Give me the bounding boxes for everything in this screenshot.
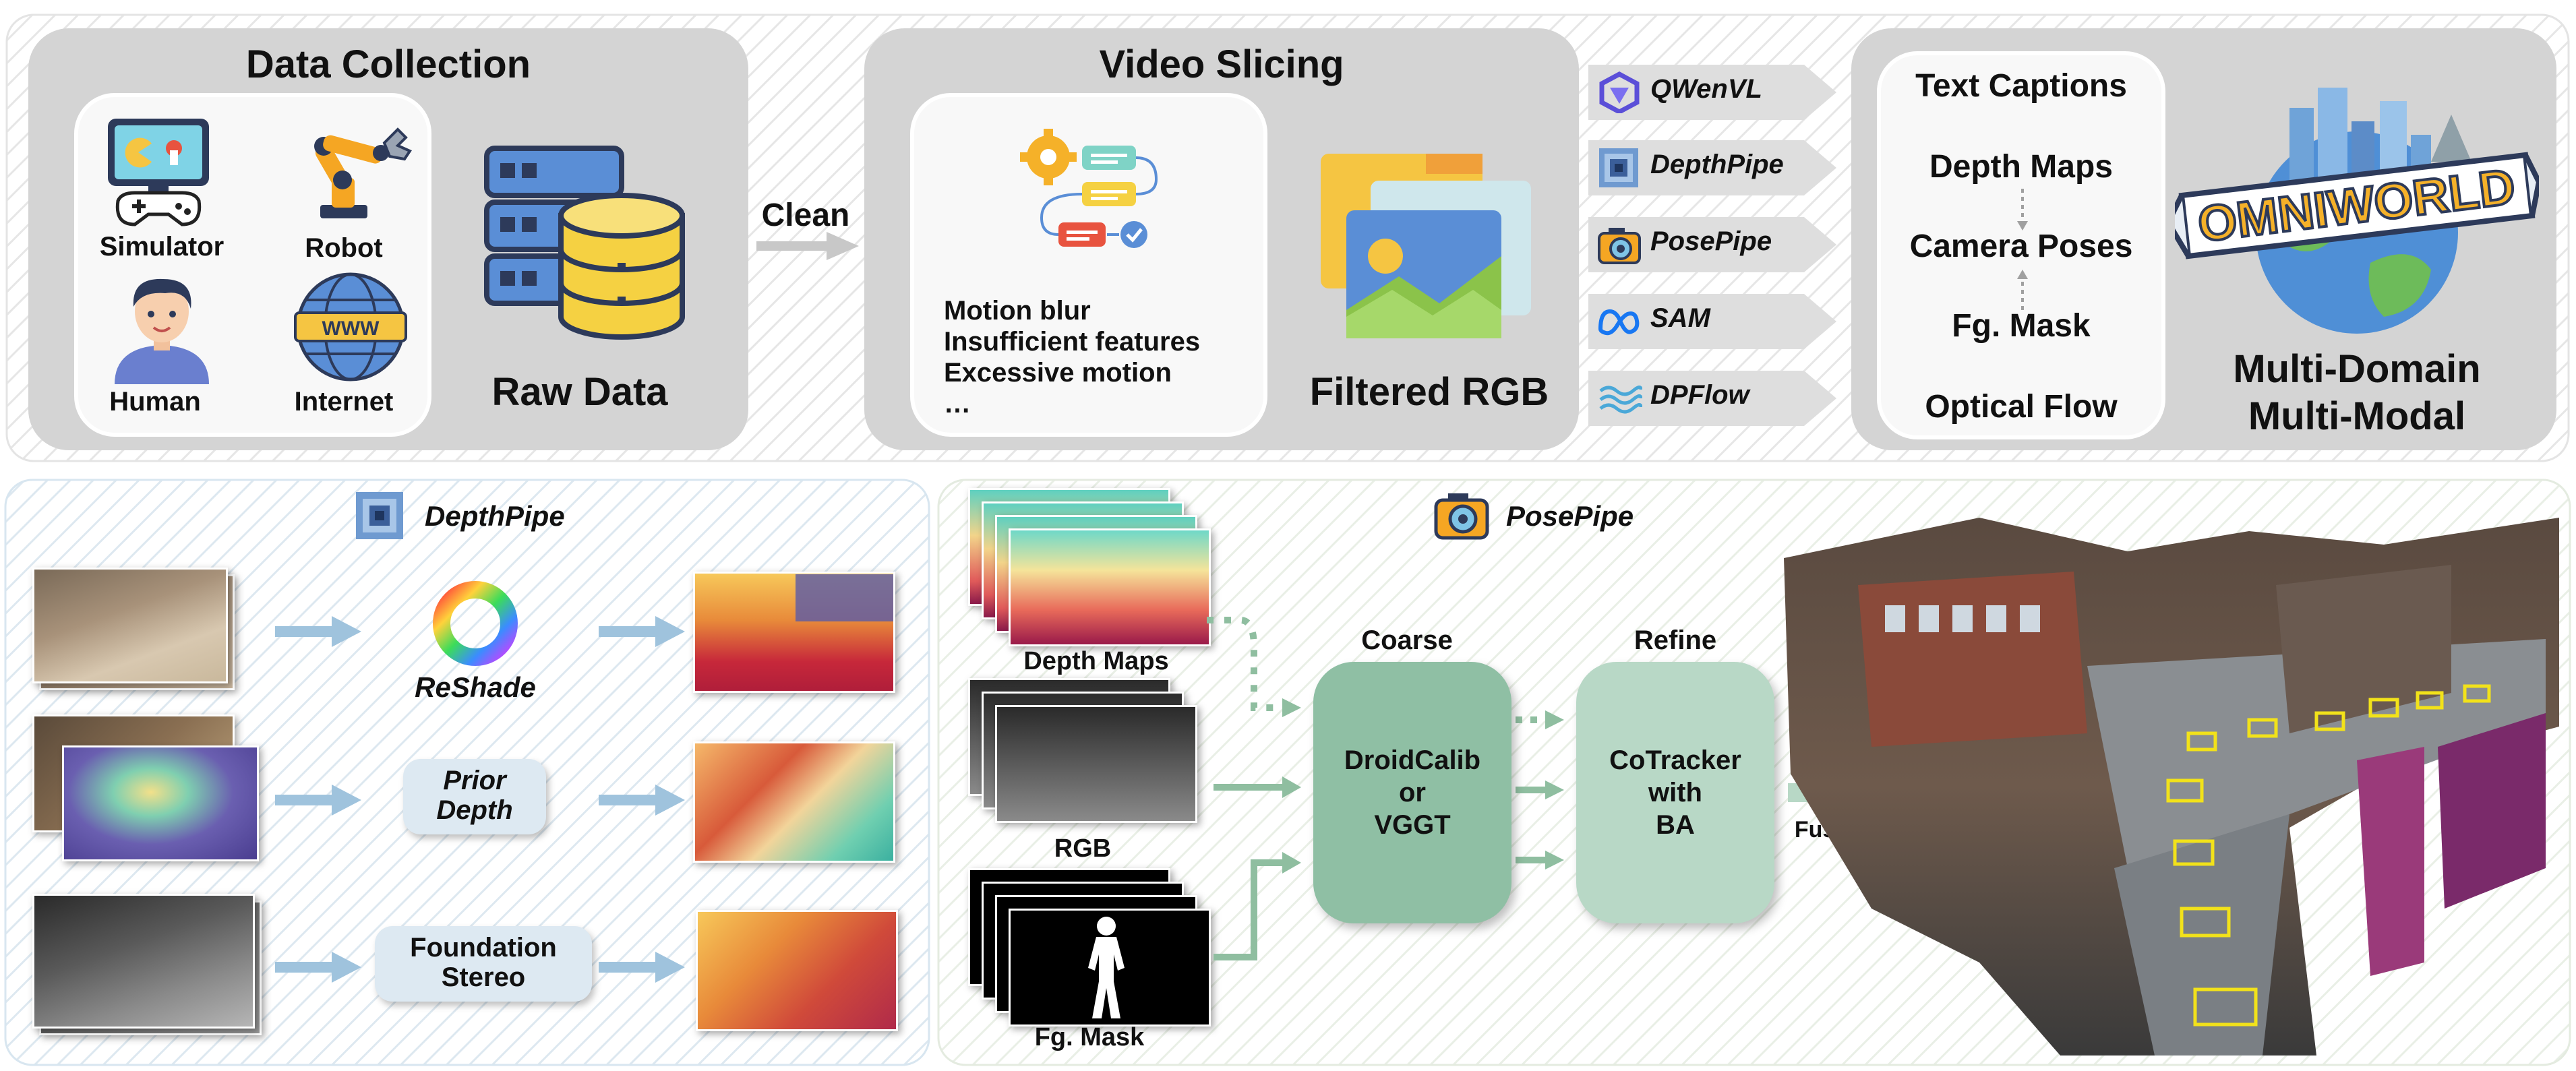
input-depth-maps-label: Depth Maps <box>1023 647 1169 675</box>
server-database-icon <box>484 146 685 340</box>
source-robot-label: Robot <box>305 233 383 263</box>
coarse-box: DroidCalib or VGGT <box>1313 662 1511 923</box>
output-fg-mask: Fg. Mask <box>1952 308 2091 344</box>
source-simulator-label: Simulator <box>99 232 224 262</box>
input-image-mask <box>62 745 259 861</box>
silhouette-icon <box>1088 917 1125 1018</box>
data-collection-title: Data Collection <box>245 42 531 86</box>
issue-item: … <box>944 389 971 419</box>
simulator-icon <box>108 119 209 226</box>
method-reshade: ReShade <box>415 671 536 703</box>
arrow-right-icon <box>599 952 685 983</box>
tool-arrow-bg <box>1588 140 1836 195</box>
modalities-card <box>1877 51 2165 439</box>
meta-logo-icon <box>1598 309 1640 336</box>
tool-name: PosePipe <box>1650 226 1772 256</box>
refine-line: with <box>1648 778 1702 807</box>
tool-name: SAM <box>1650 303 1710 333</box>
output-depth-maps: Depth Maps <box>1929 149 2113 185</box>
issues-list: Motion blur Insufficient features Excess… <box>944 295 1254 419</box>
issue-item: Excessive motion <box>944 358 1172 388</box>
arrow-right-icon <box>275 952 361 983</box>
source-internet-label: Internet <box>294 387 394 417</box>
point-cloud-image <box>1784 518 2559 1055</box>
tool-qwenvl: QWenVL <box>1588 65 1838 120</box>
coarse-line: DroidCalib <box>1344 745 1481 775</box>
omniworld-caption-line1: Multi-Domain <box>2233 347 2481 391</box>
method-line: Depth <box>436 795 513 825</box>
input-fg-mask-label: Fg. Mask <box>1034 1023 1145 1051</box>
human-avatar-icon <box>115 278 209 384</box>
output-optical-flow: Optical Flow <box>1925 389 2118 425</box>
coarse-line: VGGT <box>1374 810 1451 840</box>
tool-posepipe: PosePipe <box>1588 217 1838 272</box>
method-prior-depth-box: Prior Depth <box>403 759 546 834</box>
method-line: Foundation <box>410 933 557 962</box>
robot-arm-icon <box>314 127 412 218</box>
globe-www-text: WWW <box>322 317 380 340</box>
clean-label: Clean <box>761 197 850 233</box>
method-foundation-stereo-box: Foundation Stereo <box>375 926 592 1002</box>
posepipe-title-icon <box>1434 493 1489 540</box>
color-wheel-icon <box>433 581 518 666</box>
depthpipe-title-icon <box>356 492 403 539</box>
video-slicing-title: Video Slicing <box>1099 42 1344 86</box>
refine-box: CoTracker with BA <box>1576 662 1774 923</box>
depthpipe-title: DepthPipe <box>425 500 565 532</box>
dashed-connector <box>2017 189 2028 311</box>
raw-data-label: Raw Data <box>491 370 668 414</box>
filtered-images-icon <box>1321 154 1531 338</box>
tool-sam: SAM <box>1588 294 1838 349</box>
omniworld-caption-line2: Multi-Modal <box>2248 394 2466 438</box>
arrow-right-icon <box>275 785 361 816</box>
tool-dpflow: DPFlow <box>1588 371 1838 426</box>
source-human-label: Human <box>109 387 201 417</box>
qwen-logo-icon <box>1599 71 1640 113</box>
omniworld-logo-icon: OMNIWORLD <box>2175 88 2539 334</box>
tool-arrow-bg <box>1588 294 1836 349</box>
wave-icon <box>1599 386 1642 414</box>
tool-name: QWenVL <box>1650 74 1762 104</box>
arrow-right-icon <box>599 616 685 647</box>
depth-output-image <box>693 741 895 863</box>
rgb-frame <box>995 705 1197 823</box>
depth-map-frame <box>1009 528 1211 646</box>
method-line: Prior <box>443 766 506 795</box>
coarse-title: Coarse <box>1361 625 1453 655</box>
input-image <box>32 568 228 683</box>
arrow-right-icon <box>599 785 685 816</box>
depth-output-image <box>693 572 895 693</box>
issue-item: Insufficient features <box>944 327 1201 357</box>
tool-name: DPFlow <box>1650 380 1749 410</box>
globe-www-icon: WWW <box>294 272 407 381</box>
refine-title: Refine <box>1634 625 1717 655</box>
refine-line: CoTracker <box>1609 745 1741 775</box>
depthpipe-icon <box>1599 148 1638 187</box>
depth-output-image <box>696 910 898 1031</box>
tool-arrow-bg <box>1588 371 1836 426</box>
posepipe-title: PosePipe <box>1506 500 1634 532</box>
filtered-rgb-label: Filtered RGB <box>1309 370 1549 414</box>
input-image <box>32 894 255 1029</box>
tool-arrow-bg <box>1588 217 1836 272</box>
method-line: Stereo <box>441 962 526 992</box>
tool-arrow-bg <box>1588 65 1836 120</box>
workflow-icon <box>1020 129 1158 248</box>
output-text-captions: Text Captions <box>1915 68 2127 104</box>
tool-depthpipe: DepthPipe <box>1588 140 1838 195</box>
camera-icon <box>1598 228 1641 264</box>
issue-item: Motion blur <box>944 296 1091 326</box>
input-rgb-label: RGB <box>1054 834 1112 863</box>
coarse-line: or <box>1399 778 1426 807</box>
refine-line: BA <box>1656 810 1695 840</box>
depth-output-overlay <box>796 574 893 621</box>
arrow-right-icon <box>275 616 361 647</box>
clean-arrow-icon <box>756 232 859 260</box>
output-camera-poses: Camera Poses <box>1909 228 2133 264</box>
tool-name: DepthPipe <box>1650 150 1784 179</box>
